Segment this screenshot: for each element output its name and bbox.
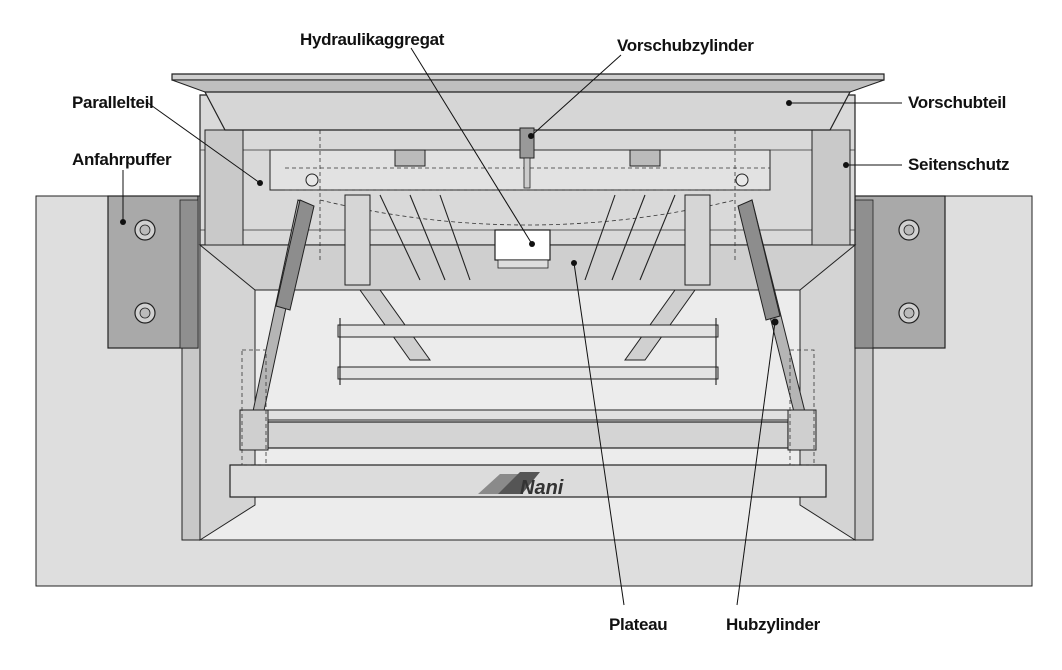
parallel-frame	[285, 130, 770, 260]
lip-plate	[171, 73, 885, 131]
label-hydraulikaggregat: Hydraulikaggregat	[300, 30, 445, 49]
label-vorschubzylinder: Vorschubzylinder	[617, 36, 754, 55]
hydraulic-unit	[494, 229, 551, 269]
logo-text: Nani	[520, 477, 564, 499]
label-plateau: Plateau	[609, 615, 667, 634]
left-bumper	[107, 195, 199, 349]
nani-logo: Nani	[478, 472, 564, 499]
right-side-guard	[811, 129, 851, 246]
right-bumper	[854, 195, 946, 349]
label-vorschubteil: Vorschubteil	[908, 93, 1006, 112]
label-seitenschutz: Seitenschutz	[908, 155, 1009, 174]
label-parallelteil: Parallelteil	[72, 93, 153, 112]
left-side-guard	[204, 129, 244, 246]
hinge-rollers	[394, 149, 661, 167]
label-hubzylinder: Hubzylinder	[726, 615, 821, 634]
support-arms	[337, 289, 719, 385]
leader-lines	[120, 47, 902, 606]
underframe-ribs	[344, 194, 711, 286]
label-anfahrpuffer: Anfahrpuffer	[72, 150, 172, 169]
